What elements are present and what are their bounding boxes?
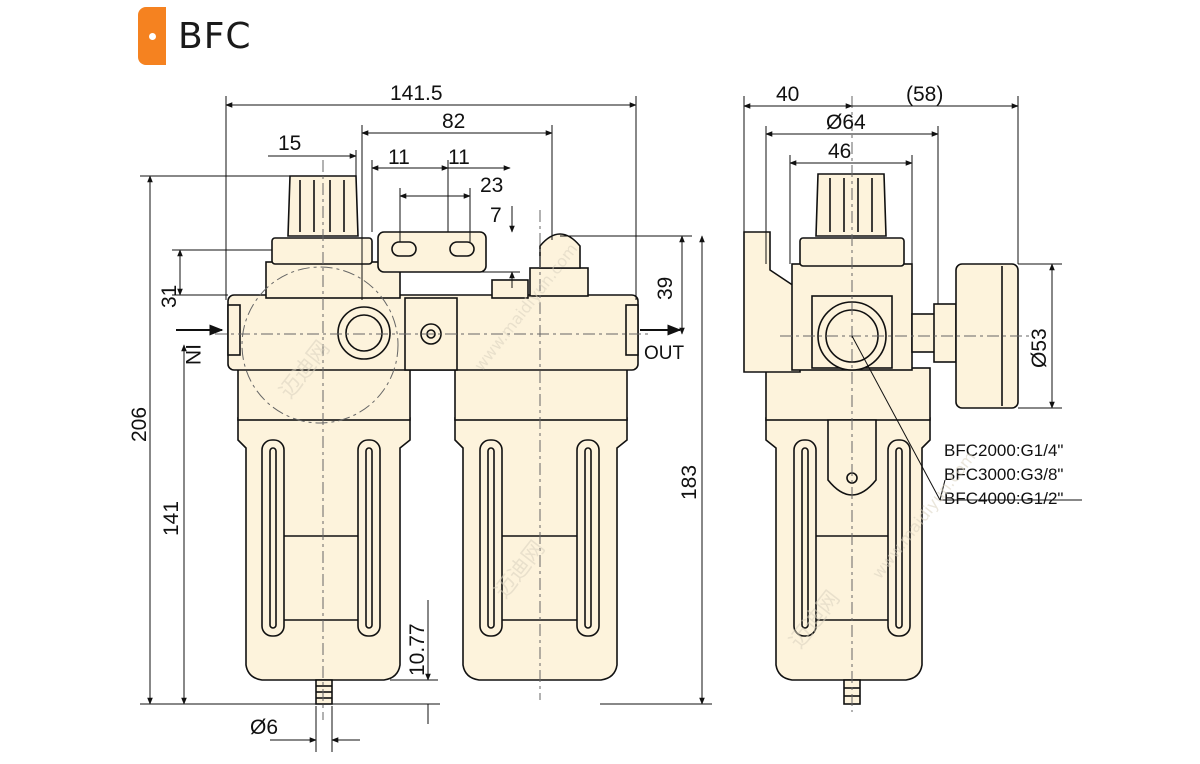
dim-side-right-width: (58) [906,83,943,106]
port-spec-2: BFC3000:G3/8" [944,465,1063,484]
dim-bracket-width: 23 [480,174,503,197]
dim-center-span: 82 [442,110,465,133]
dim-right-height: 183 [678,465,701,500]
dim-bracket-right: 11 [448,146,470,169]
dim-overall-height: 206 [128,407,151,442]
port-spec-3: BFC4000:G1/2" [944,489,1063,508]
oil-fill-cap [539,233,581,269]
knob-base [271,237,373,265]
right-port-boss [625,304,639,356]
inlet-label: IN [181,344,204,365]
side-knob [815,173,887,237]
dim-bracket-height: 7 [490,204,502,227]
gauge-stem [911,313,937,353]
orange-tab-icon [138,7,166,65]
dim-right-top-height: 39 [654,277,677,300]
dim-drain-height: 10.77 [406,623,429,676]
filter-collar [237,367,411,421]
dim-left-offset: 15 [278,132,301,155]
dim-side-left-width: 40 [776,83,799,106]
dim-bracket-left: 11 [388,146,410,169]
dim-side-outer-diameter: Ø64 [826,111,866,134]
side-collar [765,367,931,421]
dim-left-lower-height: 141 [160,501,183,536]
front-view [227,175,639,705]
lubricator-collar [454,367,628,421]
side-view [743,173,1019,705]
lubricator-head [491,279,529,299]
left-port-boss [227,304,241,356]
tab-dot [149,33,156,40]
section-title: BFC [178,15,252,57]
section-header: BFC [138,6,252,66]
gauge-nut [933,303,957,363]
port-spec-1: BFC2000:G1/4" [944,441,1063,460]
dim-gauge-diameter: Ø53 [1028,328,1051,368]
dim-overall-width: 141.5 [390,82,443,105]
dimension-labels: 141.5 82 15 11 11 23 7 31 39 206 141 183… [128,82,1063,739]
outlet-label: OUT [644,343,685,364]
dim-top-height: 31 [158,285,181,308]
dim-side-inner-width: 46 [828,140,851,163]
dim-drain-diameter: Ø6 [250,716,278,739]
